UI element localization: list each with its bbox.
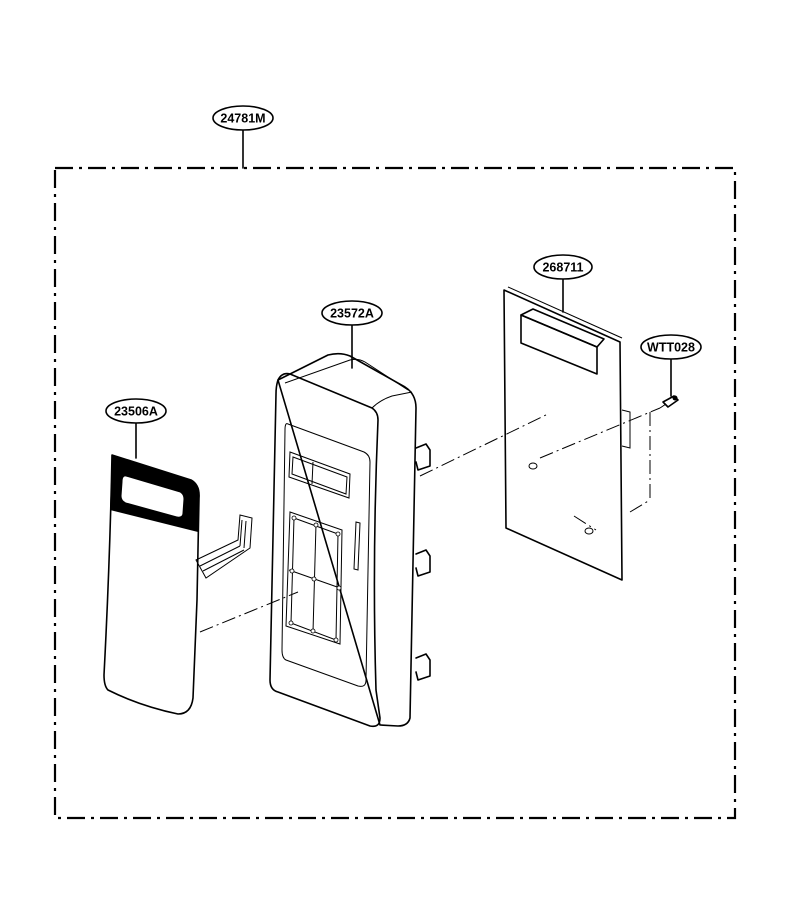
part-number-23572A: 23572A: [330, 307, 374, 321]
membrane-keypad-23506A: [103, 454, 253, 715]
label-268711: 268711: [533, 254, 593, 280]
screw-WTT028: [659, 395, 679, 409]
part-number-23506A: 23506A: [114, 405, 158, 419]
control-frame-23572A: [269, 352, 431, 728]
part-number-24781M: 24781M: [220, 112, 265, 126]
alignment-lines: [199, 407, 661, 633]
part-number-WTT028: WTT028: [647, 341, 695, 355]
label-23572A: 23572A: [321, 300, 383, 326]
label-23506A: 23506A: [105, 398, 167, 424]
assembly-boundary: [53, 129, 737, 820]
label-24781M: 24781M: [212, 105, 274, 131]
label-WTT028: WTT028: [640, 334, 702, 360]
leader-lines: [135, 278, 672, 459]
pcb-268711: [503, 286, 631, 581]
part-number-268711: 268711: [542, 261, 583, 275]
